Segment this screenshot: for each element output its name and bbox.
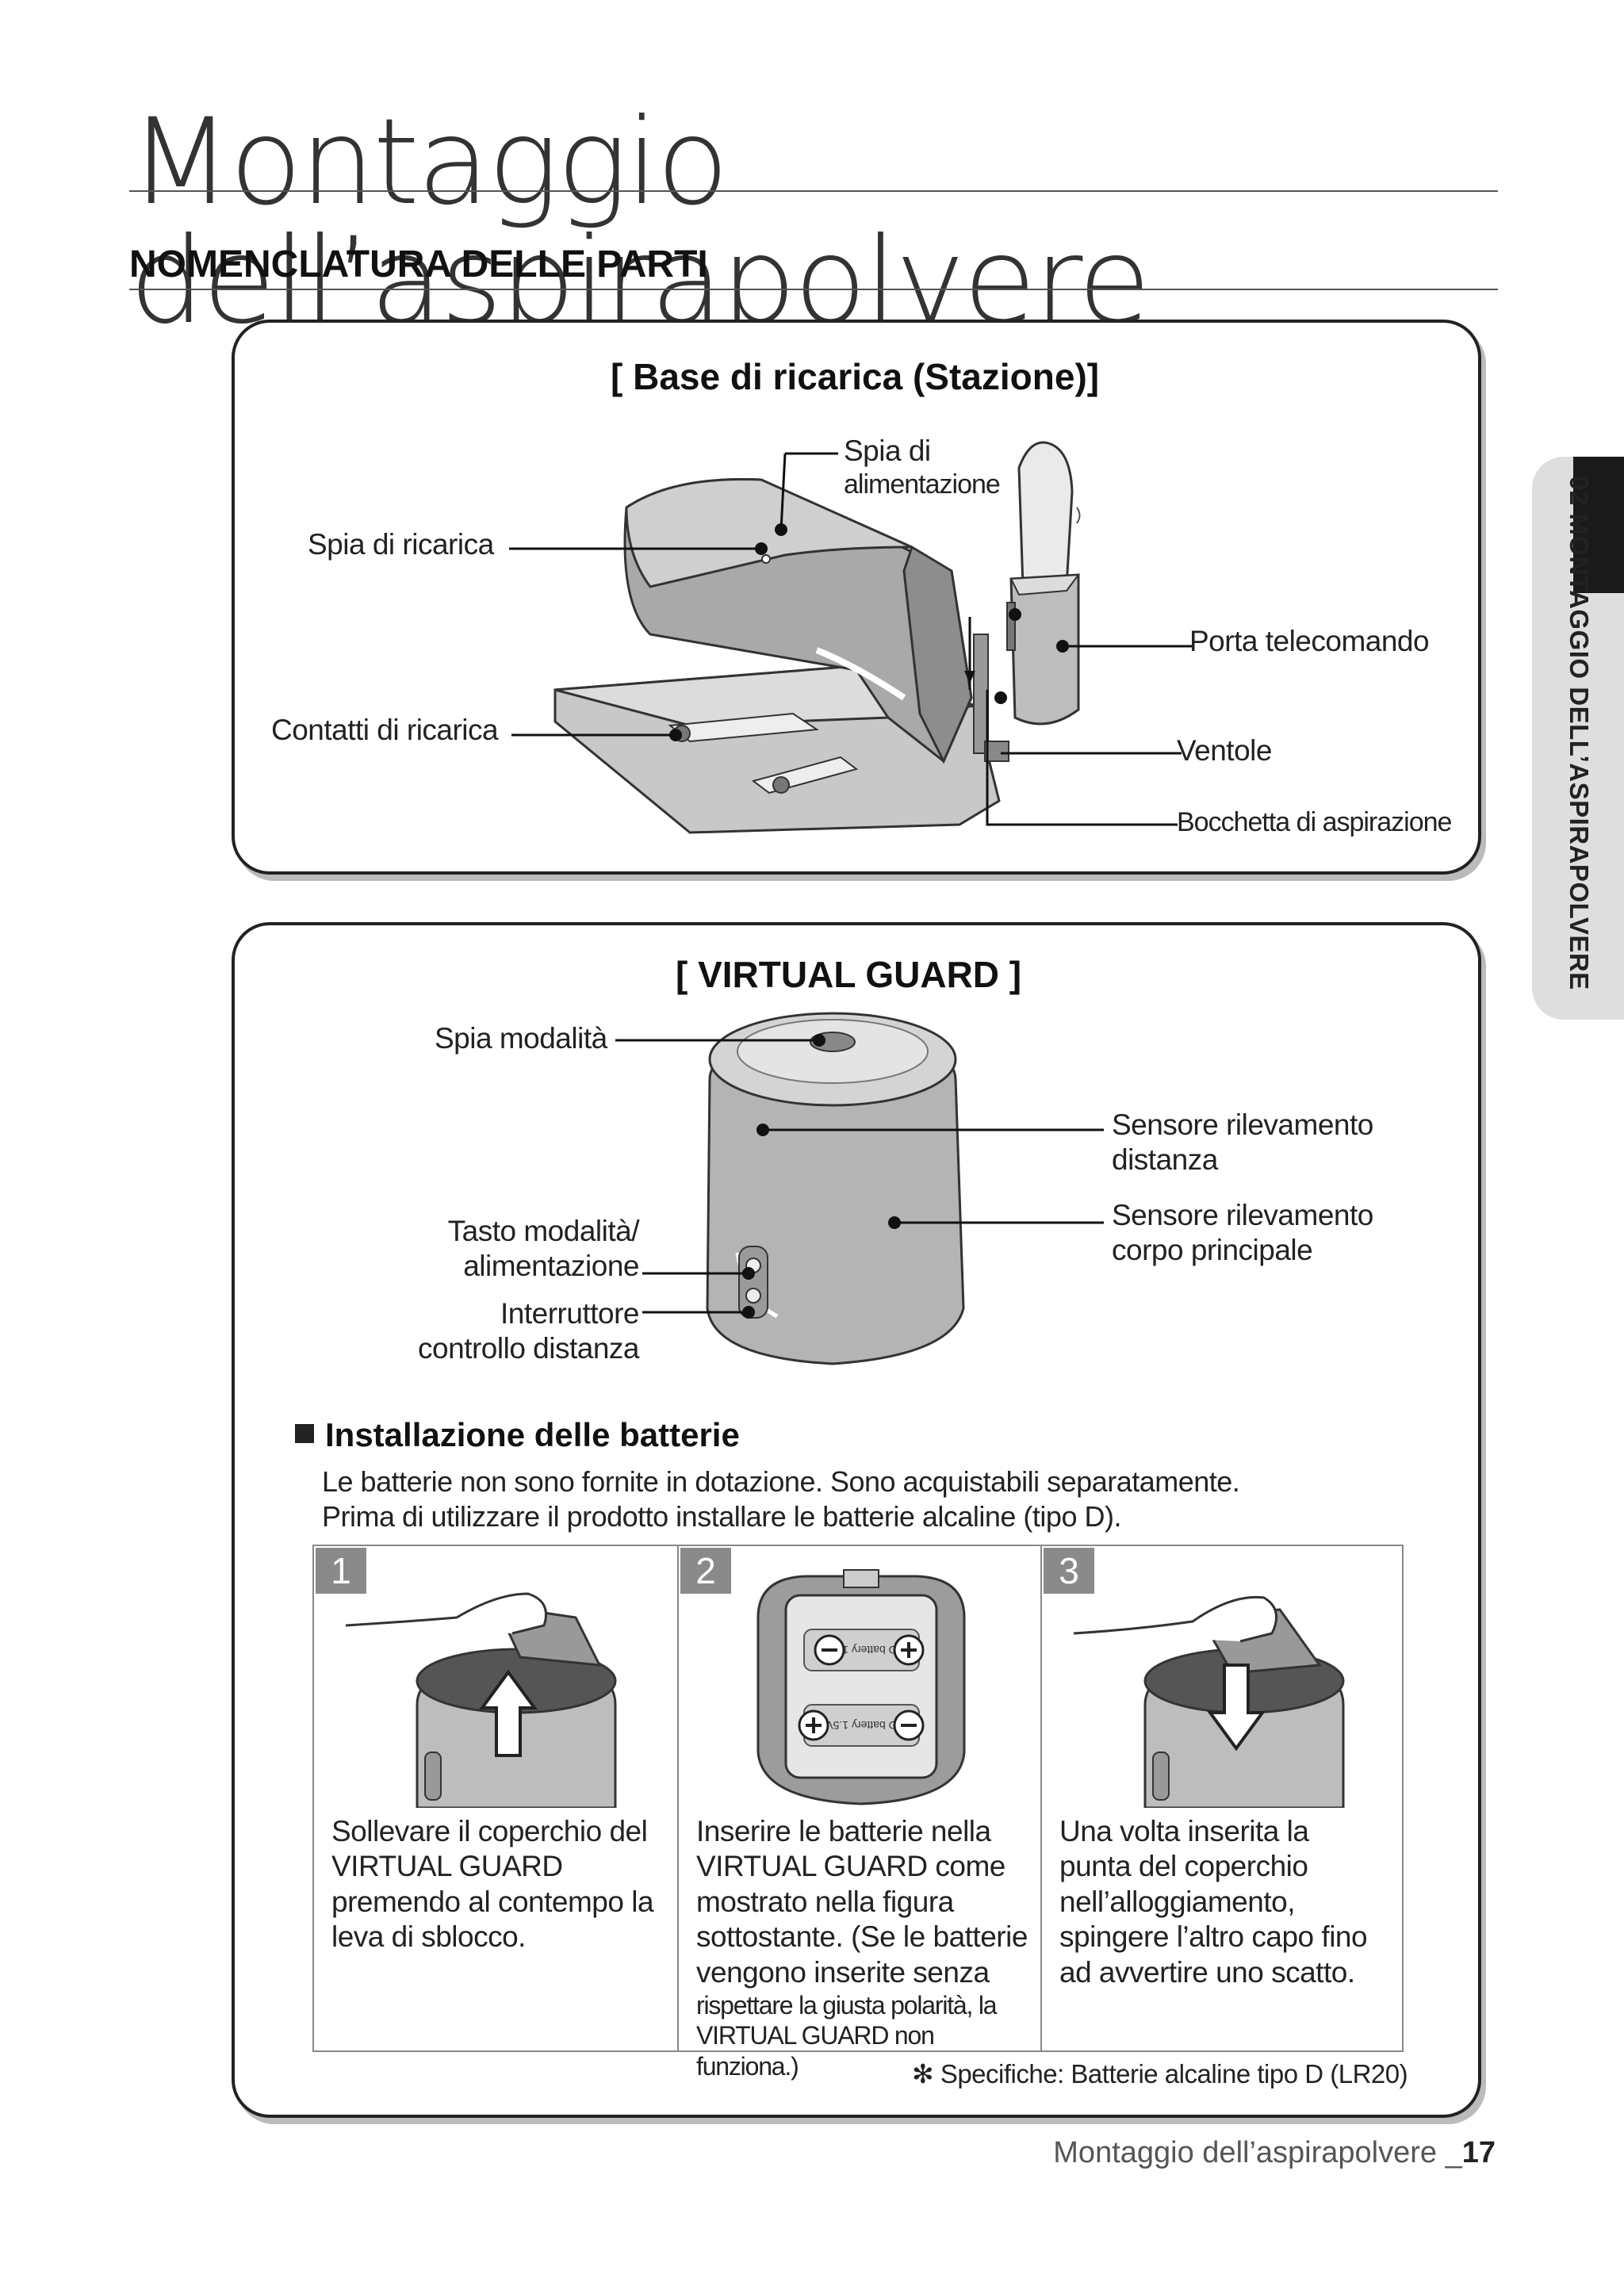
label-distance-sensor-line2: distanza — [1112, 1143, 1218, 1176]
step-number: 1 — [316, 1548, 366, 1594]
step-line: leva di sblocco. — [331, 1920, 526, 1954]
label-charge-contacts: Contatti di ricarica — [271, 714, 499, 746]
remote-holder-drawing — [1006, 441, 1081, 726]
step-line: VIRTUAL GUARD come — [696, 1850, 1005, 1883]
step-line: nell’alloggiamento, — [1059, 1885, 1295, 1918]
step-line: rispettare la giusta polarità, la — [696, 1990, 998, 2020]
step-line: spingere l’altro capo fino — [1059, 1920, 1368, 1954]
label-fans: Ventole — [1177, 734, 1272, 767]
step-number: 2 — [680, 1548, 731, 1594]
label-body-sensor-line2: corpo principale — [1112, 1234, 1313, 1266]
label-mode-key-line2: alimentazione — [463, 1250, 639, 1282]
label-suction-nozzle: Bocchetta di aspirazione — [1177, 807, 1452, 837]
step-2-illustration: D battery 1.5V D battery 1.5V — [756, 1569, 966, 1805]
label-body-sensor-line1: Sensore rilevamento — [1112, 1199, 1373, 1231]
label-power-light-line1: Spia di — [844, 435, 931, 467]
battery-note-line1: Le batterie non sono fornite in dotazion… — [322, 1465, 1240, 1498]
virtual-guard-drawing — [706, 1012, 965, 1365]
label-remote-holder: Porta telecomando — [1189, 625, 1430, 657]
section-title: NOMENCLATURA DELLE PARTI — [129, 243, 708, 285]
step-1-illustration — [345, 1592, 617, 1808]
step-line: VIRTUAL GUARD non funziona.) — [696, 2021, 935, 2081]
step-line: mostrato nella figura — [696, 1885, 954, 1918]
step-3-illustration — [1073, 1595, 1345, 1808]
page-number: 17 — [1461, 2136, 1496, 2169]
battery-note-line2: Prima di utilizzare il prodotto installa… — [322, 1500, 1121, 1533]
step-line: Una volta inserita la — [1059, 1815, 1309, 1847]
step-line: Inserire le batterie nella — [696, 1815, 991, 1847]
virtual-guard-title: [ VIRTUAL GUARD ] — [676, 954, 1022, 995]
step-line: Sollevare il coperchio del — [331, 1815, 648, 1847]
step-line: sottostante. (Se le batterie — [696, 1920, 1028, 1954]
step-number: 3 — [1044, 1548, 1094, 1594]
station-title: [ Base di ricarica (Stazione)] — [611, 356, 1100, 397]
step-line: VIRTUAL GUARD — [331, 1850, 563, 1883]
label-distance-switch-line1: Interruttore — [500, 1297, 639, 1330]
label-mode-light: Spia modalità — [435, 1022, 607, 1055]
step-line: premendo al contempo la — [331, 1885, 654, 1918]
battery-step-2: 2 D battery 1.5V D battery 1.5V Inserire… — [677, 1546, 1040, 2081]
step-line: vengono inserite senza — [696, 1955, 990, 1989]
square-bullet-icon — [295, 1424, 314, 1443]
battery-specification: ✻ Specifiche: Batterie alcaline tipo D (… — [912, 2059, 1408, 2088]
label-mode-key-line1: Tasto modalità/ — [447, 1215, 640, 1247]
step-2-text: Inserire le batterie nella VIRTUAL GUARD… — [696, 1814, 1037, 2081]
battery-step-1: 1 Sollevare il coperchio del VIRTUAL GUA… — [314, 1546, 677, 2050]
step-line: ad avvertire uno scatto. — [1059, 1955, 1355, 1989]
step-1-text: Sollevare il coperchio del VIRTUAL GUARD… — [331, 1814, 672, 1955]
battery-heading: Installazione delle batterie — [295, 1416, 740, 1454]
battery-heading-text: Installazione delle batterie — [325, 1416, 740, 1453]
label-power-light-line2: alimentazione — [844, 469, 1001, 500]
footer-text: Montaggio dell’aspirapolvere _ — [1053, 2136, 1462, 2169]
step-line: punta del coperchio — [1059, 1850, 1308, 1883]
label-distance-switch-line2: controllo distanza — [418, 1332, 639, 1365]
section-divider — [129, 289, 1498, 290]
chapter-tab-marker — [1573, 457, 1624, 593]
step-3-text: Una volta inserita la punta del coperchi… — [1059, 1814, 1400, 1990]
battery-label-bottom: D battery 1.5V — [825, 1719, 897, 1732]
title-divider — [129, 190, 1498, 192]
battery-step-3: 3 Una volta inserita la punta del coperc… — [1040, 1546, 1404, 2050]
page-footer: Montaggio dell’aspirapolvere _17 — [872, 2136, 1496, 2170]
label-distance-sensor-line1: Sensore rilevamento — [1112, 1108, 1373, 1141]
label-charge-light: Spia di ricarica — [308, 528, 494, 561]
battery-steps-table: 1 Sollevare il coperchio del VIRTUAL GUA… — [312, 1545, 1404, 2081]
